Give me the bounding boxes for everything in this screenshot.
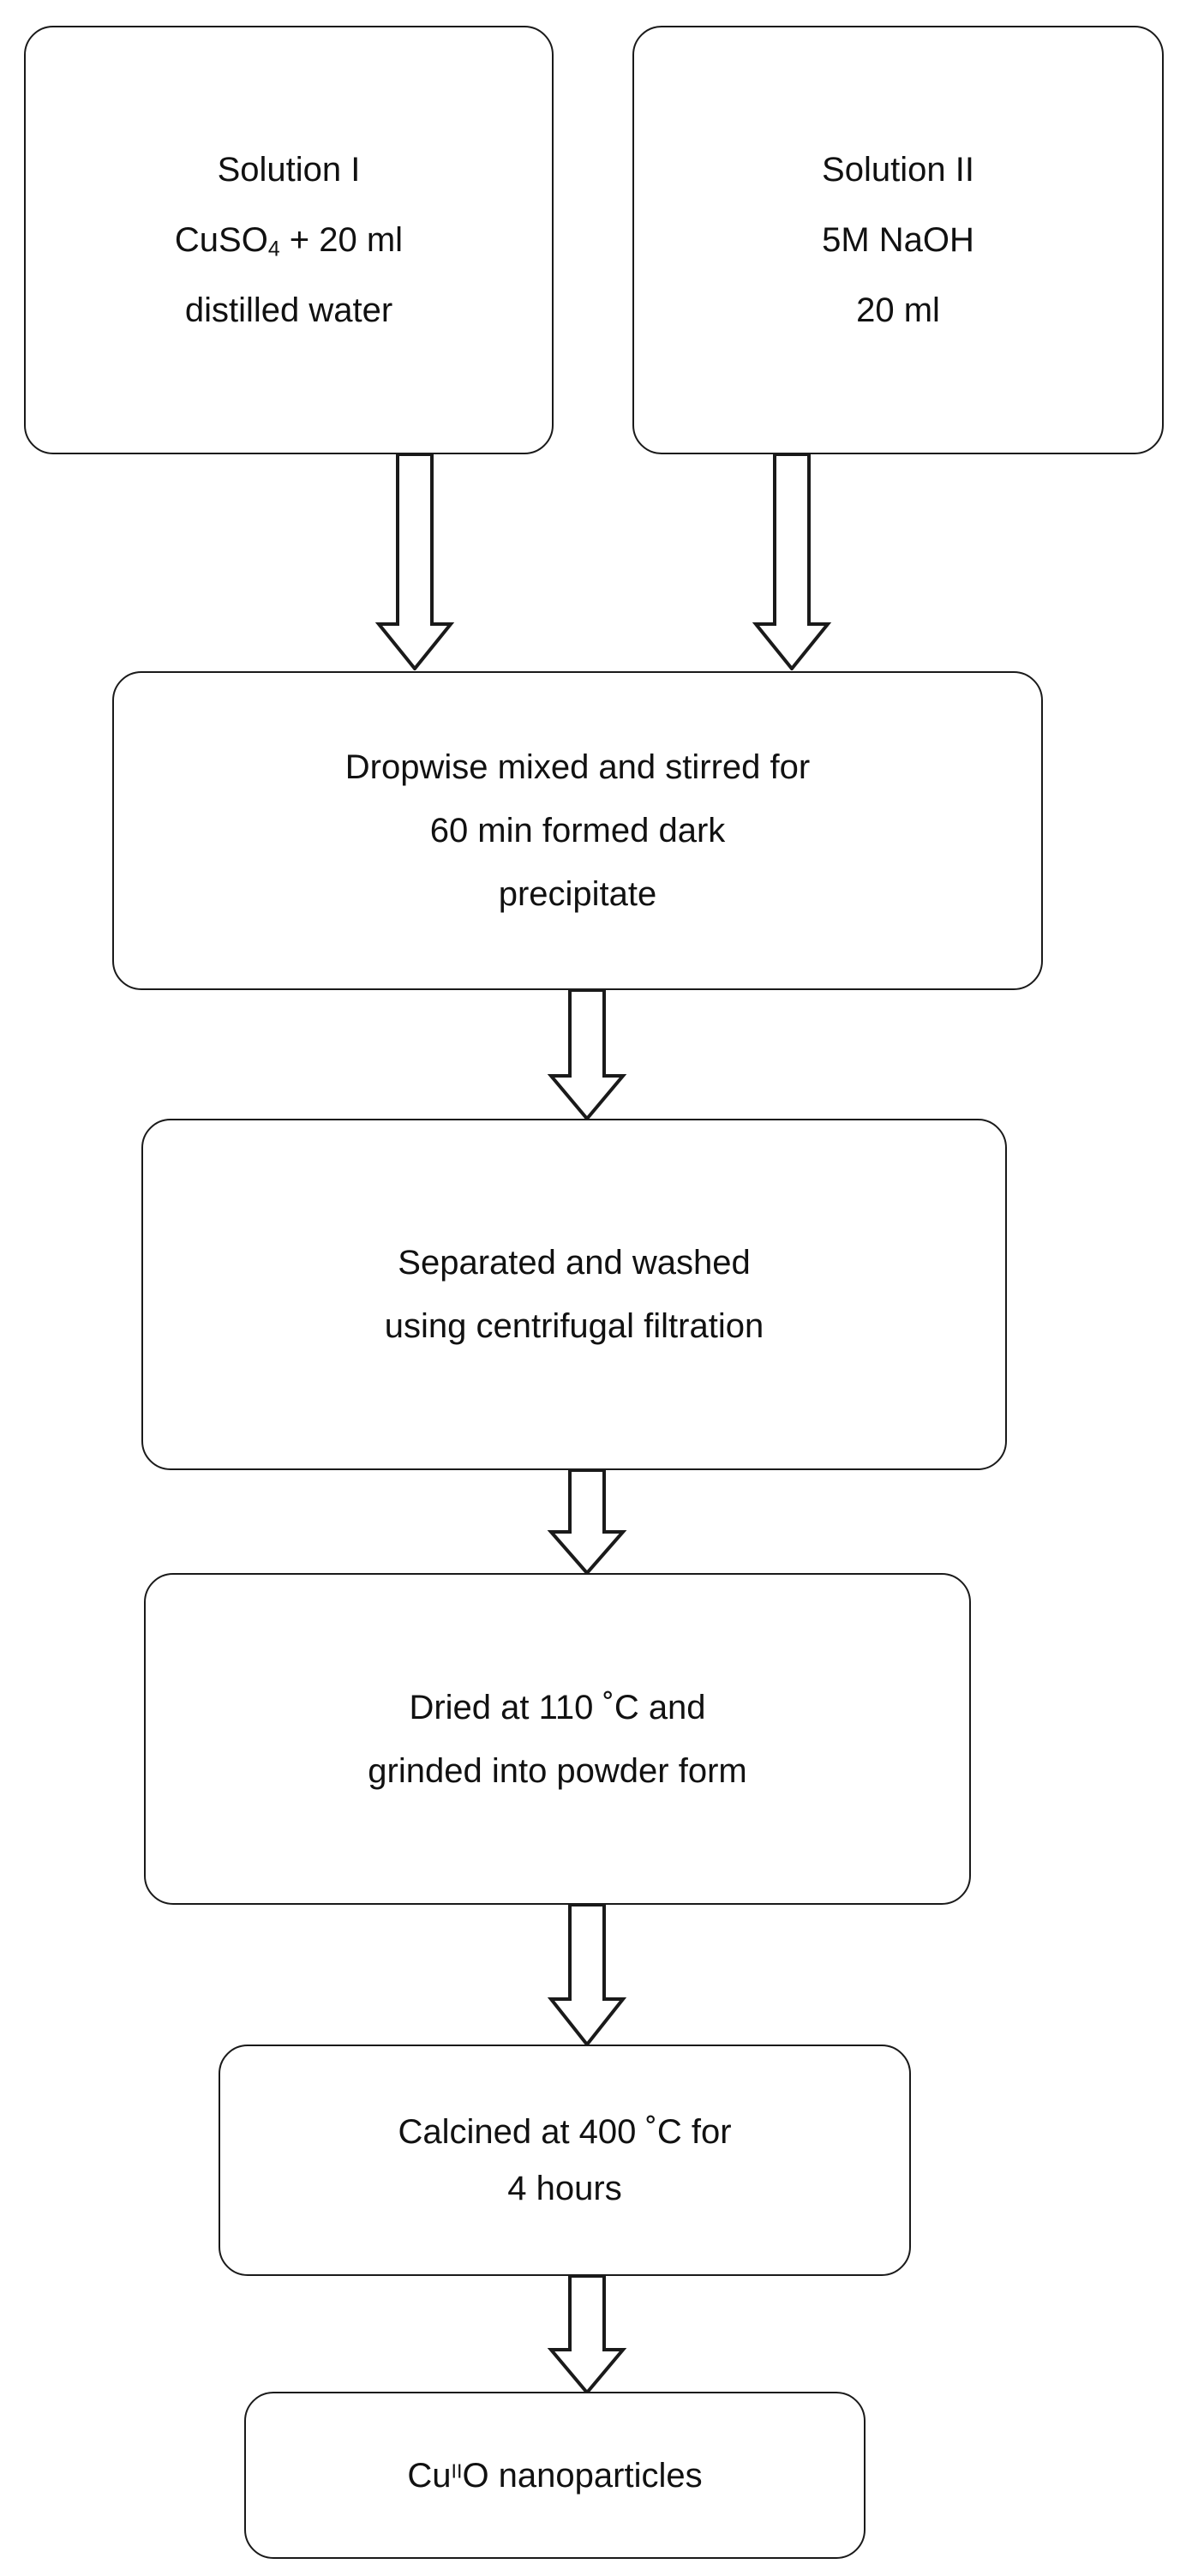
box-solution-1-line-1: Solution I bbox=[217, 151, 361, 189]
arrow-mix-to-separate bbox=[532, 990, 642, 1120]
formula-cuso4-suffix: + 20 ml bbox=[279, 221, 404, 259]
box-solution-2-line-1: Solution II bbox=[822, 151, 974, 189]
box-dropwise-mixed-line-1: Dropwise mixed and stirred for bbox=[344, 748, 811, 786]
formula-cuso4-subscript: 4 bbox=[267, 237, 280, 261]
box-dried-110c-line-2: grinded into powder form bbox=[368, 1751, 747, 1790]
box-dropwise-mixed-line-3: precipitate bbox=[498, 875, 657, 913]
box-dried-110c[interactable]: Dried at 110 ˚C and grinded into powder … bbox=[144, 1573, 971, 1905]
box-dropwise-mixed[interactable]: Dropwise mixed and stirred for 60 min fo… bbox=[112, 671, 1043, 990]
box-solution-2[interactable]: Solution II 5M NaOH 20 ml bbox=[632, 26, 1164, 454]
formula-cu-suffix: O nanoparticles bbox=[462, 2456, 703, 2495]
box-cuo-nanoparticles-label: CuIIO nanoparticles bbox=[407, 2459, 702, 2493]
box-solution-1[interactable]: Solution I CuSO4 + 20 ml distilled water bbox=[24, 26, 554, 454]
box-separated-washed-line-2: using centrifugal filtration bbox=[384, 1307, 764, 1345]
arrow-solution-1-to-mix bbox=[360, 454, 470, 670]
arrow-calcine-to-product bbox=[532, 2276, 642, 2394]
box-dropwise-mixed-line-2: 60 min formed dark bbox=[429, 812, 726, 850]
box-solution-1-line-2: CuSO4 + 20 ml bbox=[174, 221, 404, 260]
formula-cuso4-prefix: CuSO bbox=[174, 221, 268, 259]
formula-cu-oxidation-state: II bbox=[451, 2459, 463, 2482]
box-solution-2-line-2: 5M NaOH bbox=[822, 221, 974, 259]
box-cuo-nanoparticles[interactable]: CuIIO nanoparticles bbox=[244, 2392, 866, 2559]
arrow-separate-to-dry bbox=[532, 1470, 642, 1575]
box-separated-washed[interactable]: Separated and washed using centrifugal f… bbox=[141, 1119, 1007, 1470]
box-calcined-400c[interactable]: Calcined at 400 ˚C for 4 hours bbox=[219, 2045, 911, 2276]
box-solution-1-line-3: distilled water bbox=[184, 291, 393, 329]
arrow-solution-2-to-mix bbox=[737, 454, 847, 670]
box-solution-2-line-3: 20 ml bbox=[856, 291, 940, 329]
box-calcined-400c-line-1: Calcined at 400 ˚C for bbox=[398, 2113, 732, 2151]
formula-cu-prefix: Cu bbox=[407, 2456, 452, 2495]
box-separated-washed-line-1: Separated and washed bbox=[398, 1244, 751, 1282]
box-dried-110c-line-1: Dried at 110 ˚C and bbox=[409, 1688, 706, 1726]
arrow-dry-to-calcine bbox=[532, 1905, 642, 2046]
box-calcined-400c-line-2: 4 hours bbox=[507, 2170, 622, 2207]
